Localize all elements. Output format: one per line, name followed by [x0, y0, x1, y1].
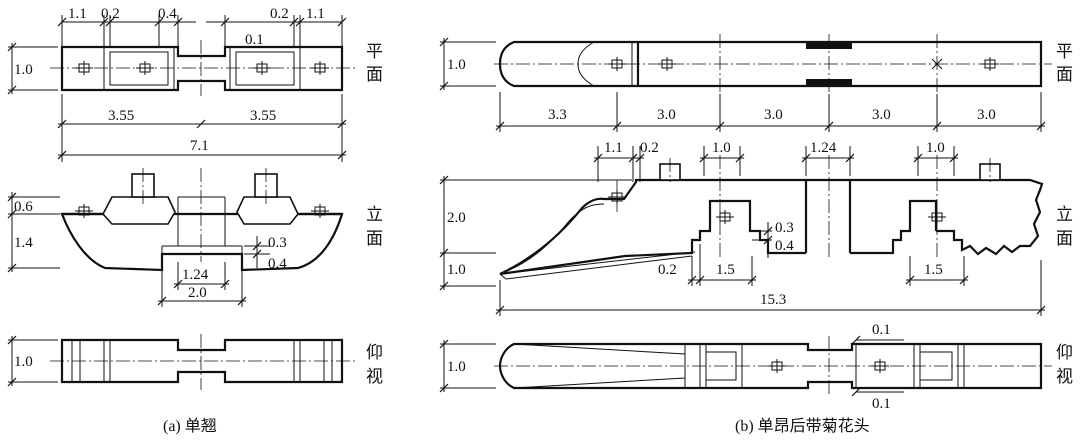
b-dim-0-2: 0.2 [658, 262, 677, 278]
a-label-plan-2: 面 [366, 65, 383, 84]
a-dim-top-3: 0.4 [158, 6, 177, 22]
b-dim-elev-1-0: 1.0 [447, 262, 466, 278]
figure-b: 1.0 3.3 3.0 3.0 3.0 3.0 [439, 34, 1073, 435]
a-bottom-view: 1.0 [7, 334, 356, 390]
b-dim-top-1-0-b: 1.0 [926, 140, 945, 156]
b-dim-top-1-24: 1.24 [810, 140, 837, 156]
a-elevation-dimensions: 0.6 1.4 0.3 0.4 1.24 2.0 [7, 192, 287, 307]
a-elevation-view [60, 168, 344, 272]
b-label-bottom-1: 仰 [1056, 343, 1073, 362]
a-label-bottom-1: 仰 [366, 343, 383, 362]
b-plan-view: 1.0 [439, 34, 1052, 94]
a-view-labels: 平 面 立 面 仰 视 [366, 42, 383, 386]
b-dim-seg-5: 3.0 [977, 107, 996, 123]
b-dim-seg-4: 3.0 [872, 107, 891, 123]
b-dim-1-5-a: 1.5 [716, 262, 735, 278]
caption-b: (b) 单昂后带菊花头 [735, 417, 870, 435]
a-plan-view [50, 40, 356, 96]
figure-a: 1.1 0.2 0.4 0.2 1.1 0.1 1.0 3.55 3.55 7.… [7, 6, 383, 435]
b-dim-step-0-3: 0.3 [775, 220, 794, 236]
a-label-elev-2: 面 [366, 229, 383, 248]
b-dim-top-1-0-a: 1.0 [712, 140, 731, 156]
a-dim-bottom-width: 1.0 [14, 354, 33, 370]
b-elevation-dimensions: 1.1 0.2 1.0 1.24 1.0 [439, 140, 1046, 316]
b-plan-dimensions: 3.3 3.0 3.0 3.0 3.0 [495, 92, 1046, 132]
a-dim-step-0-3: 0.3 [268, 235, 287, 251]
b-label-bottom-2: 视 [1056, 367, 1073, 386]
a-dim-top-4: 0.2 [270, 6, 289, 22]
a-dim-plan-width: 1.0 [14, 62, 33, 78]
b-dim-gap-top: 0.1 [872, 322, 891, 338]
a-plan-dimensions: 1.1 0.2 0.4 0.2 1.1 0.1 1.0 3.55 3.55 7.… [7, 6, 347, 162]
b-dim-1-5-b: 1.5 [924, 262, 943, 278]
a-label-bottom-2: 视 [366, 367, 383, 386]
a-dim-half-right: 3.55 [250, 108, 276, 124]
b-dim-seg-1: 3.3 [548, 107, 567, 123]
caption-a: (a) 单翘 [163, 417, 217, 435]
b-dim-top-0-2: 0.2 [640, 140, 659, 156]
a-dim-inner: 0.1 [245, 32, 264, 48]
a-dim-total: 7.1 [190, 138, 209, 154]
a-dim-step-0-4: 0.4 [268, 256, 287, 272]
a-dim-top-1: 1.1 [68, 6, 87, 22]
b-dim-total: 15.3 [760, 292, 786, 308]
b-elevation-view [499, 155, 1044, 280]
b-dim-seg-2: 3.0 [657, 107, 676, 123]
b-dim-bottom-width: 1.0 [447, 359, 466, 375]
a-dim-elev-0-6: 0.6 [14, 199, 33, 215]
b-dim-gap-bottom: 0.1 [872, 396, 891, 412]
a-label-plan-1: 平 [366, 42, 383, 61]
a-label-elev-1: 立 [366, 205, 383, 224]
a-dim-half-left: 3.55 [108, 108, 134, 124]
b-dim-seg-3: 3.0 [764, 107, 783, 123]
b-bottom-view: 0.1 0.1 1.0 [439, 322, 1052, 412]
a-dim-top-5: 1.1 [306, 6, 325, 22]
a-dim-1-24: 1.24 [182, 267, 209, 283]
b-dim-step-0-4: 0.4 [775, 238, 794, 254]
a-dim-2-0: 2.0 [188, 285, 207, 301]
b-label-plan-1: 平 [1056, 42, 1073, 61]
a-dim-top-2: 0.2 [101, 6, 120, 22]
b-dim-top-1-1: 1.1 [604, 140, 623, 156]
b-label-plan-2: 面 [1056, 65, 1073, 84]
b-label-elev-2: 面 [1056, 229, 1073, 248]
a-dim-elev-1-4: 1.4 [14, 235, 33, 251]
b-view-labels: 平 面 立 面 仰 视 [1056, 42, 1073, 386]
b-dim-plan-width: 1.0 [447, 57, 466, 73]
b-dim-elev-2-0: 2.0 [447, 210, 466, 226]
b-label-elev-1: 立 [1056, 205, 1073, 224]
